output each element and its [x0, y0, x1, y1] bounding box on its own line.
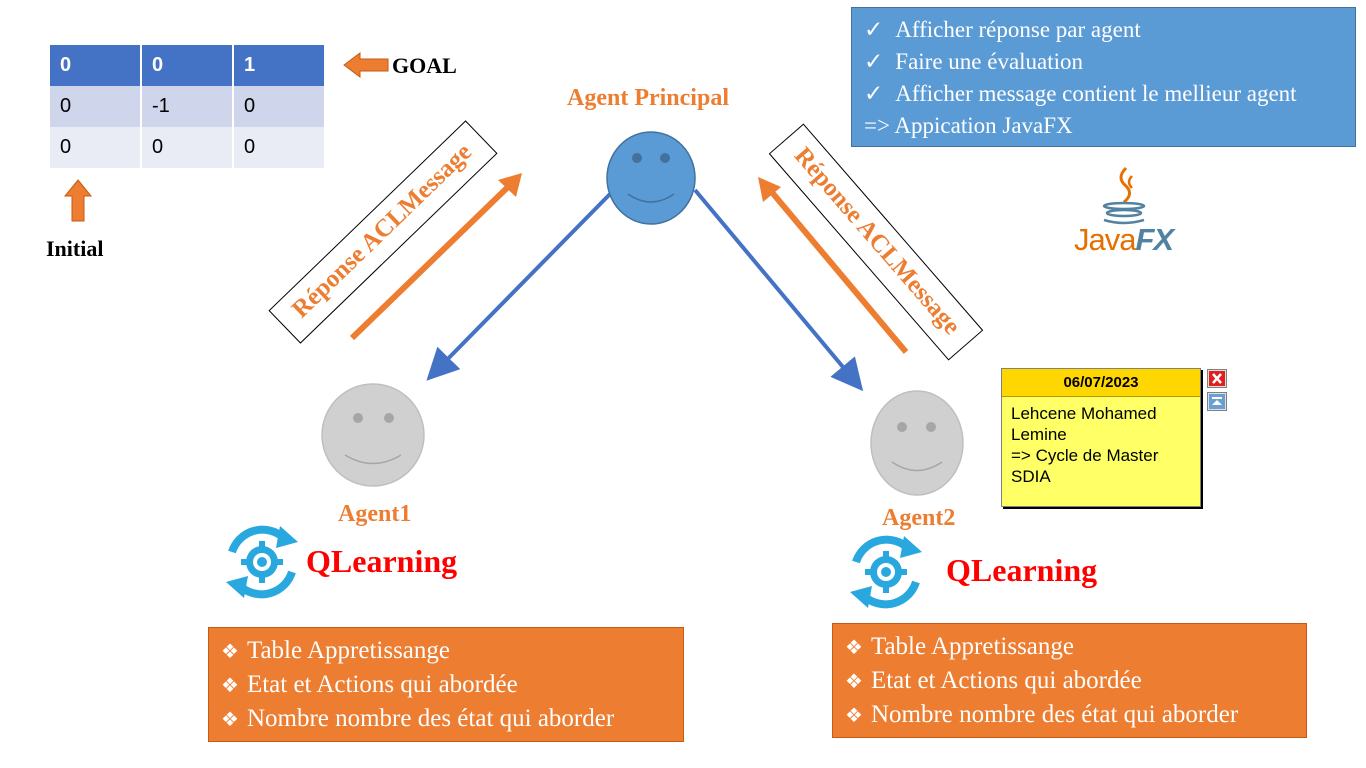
- agent1-face: [321, 383, 425, 487]
- sticky-note-close-icon[interactable]: [1207, 369, 1227, 388]
- grid-cell: 1: [234, 45, 324, 86]
- qlearning-cycle-icon-1: [226, 525, 298, 599]
- info-item: ✓Afficher réponse par agent: [864, 17, 1141, 42]
- info-conclusion: => Appication JavaFX: [864, 113, 1073, 138]
- diamond-bullet-icon: ❖: [221, 673, 239, 697]
- agent2-label: Agent2: [882, 505, 956, 531]
- java-cup-icon: [1102, 166, 1146, 225]
- sticky-note: 06/07/2023 Lehcene Mohamed Lemine => Cyc…: [1001, 368, 1201, 507]
- agent-principal-label: Agent Principal: [567, 85, 729, 111]
- arrow-principal-to-agent1: [426, 190, 614, 381]
- grid-cell: 0: [234, 86, 324, 127]
- agent2-details-box: ❖Table Appretissange ❖Etat et Actions qu…: [832, 623, 1307, 738]
- list-item: ❖Table Appretissange: [221, 637, 450, 664]
- check-icon: ✓: [864, 17, 884, 42]
- grid-header-row: 0 0 1: [50, 45, 324, 86]
- grid-cell: 0: [50, 45, 140, 86]
- agent1-label: Agent1: [338, 501, 412, 527]
- agent-principal-face: [606, 131, 696, 225]
- arrow-agent2-to-principal: [758, 177, 909, 354]
- list-item: ❖Etat et Actions qui abordée: [845, 667, 1142, 694]
- diamond-bullet-icon: ❖: [845, 703, 863, 727]
- arrow-principal-to-agent2: [693, 188, 864, 392]
- grid-cell: 0: [50, 127, 140, 168]
- list-item: ❖Nombre nombre des état qui aborder: [845, 701, 1239, 728]
- javafx-logo: JavaFX: [1074, 222, 1174, 257]
- sticky-note-minimize-icon[interactable]: [1207, 392, 1227, 411]
- list-item: ❖Table Appretissange: [845, 633, 1074, 660]
- grid-cell: 0: [50, 86, 140, 127]
- grid-row: 0 0 0: [50, 127, 324, 168]
- info-item: ✓Faire une évaluation: [864, 49, 1084, 74]
- state-grid: 0 0 1 0 -1 0 0 0 0: [48, 45, 326, 168]
- list-item: ❖Nombre nombre des état qui aborder: [221, 705, 615, 732]
- diamond-bullet-icon: ❖: [845, 669, 863, 693]
- goal-label: GOAL: [392, 53, 457, 78]
- grid-cell: -1: [142, 86, 232, 127]
- diamond-bullet-icon: ❖: [845, 635, 863, 659]
- check-icon: ✓: [864, 81, 884, 106]
- grid-row: 0 -1 0: [50, 86, 324, 127]
- diamond-bullet-icon: ❖: [221, 639, 239, 663]
- arrow-agent1-to-principal: [349, 173, 522, 341]
- goal-arrow: [343, 52, 389, 78]
- initial-label: Initial: [46, 236, 104, 261]
- agent2-face: [870, 390, 964, 496]
- sticky-note-date: 06/07/2023: [1002, 369, 1200, 397]
- qlearning-label-2: QLearning: [946, 552, 1098, 588]
- list-item: ❖Etat et Actions qui abordée: [221, 671, 518, 698]
- agent1-details-box: ❖Table Appretissange ❖Etat et Actions qu…: [208, 627, 684, 742]
- evaluation-info-box: ✓Afficher réponse par agent ✓Faire une é…: [851, 7, 1356, 147]
- grid-cell: 0: [234, 127, 324, 168]
- info-item: ✓Afficher message contient le mellieur a…: [864, 81, 1297, 106]
- qlearning-cycle-icon-2: [850, 535, 922, 609]
- grid-cell: 0: [142, 127, 232, 168]
- qlearning-label-1: QLearning: [306, 543, 458, 579]
- sticky-note-body: Lehcene Mohamed Lemine => Cycle de Maste…: [1011, 404, 1159, 486]
- grid-cell: 0: [142, 45, 232, 86]
- initial-arrow: [63, 179, 93, 222]
- check-icon: ✓: [864, 49, 884, 74]
- diamond-bullet-icon: ❖: [221, 707, 239, 731]
